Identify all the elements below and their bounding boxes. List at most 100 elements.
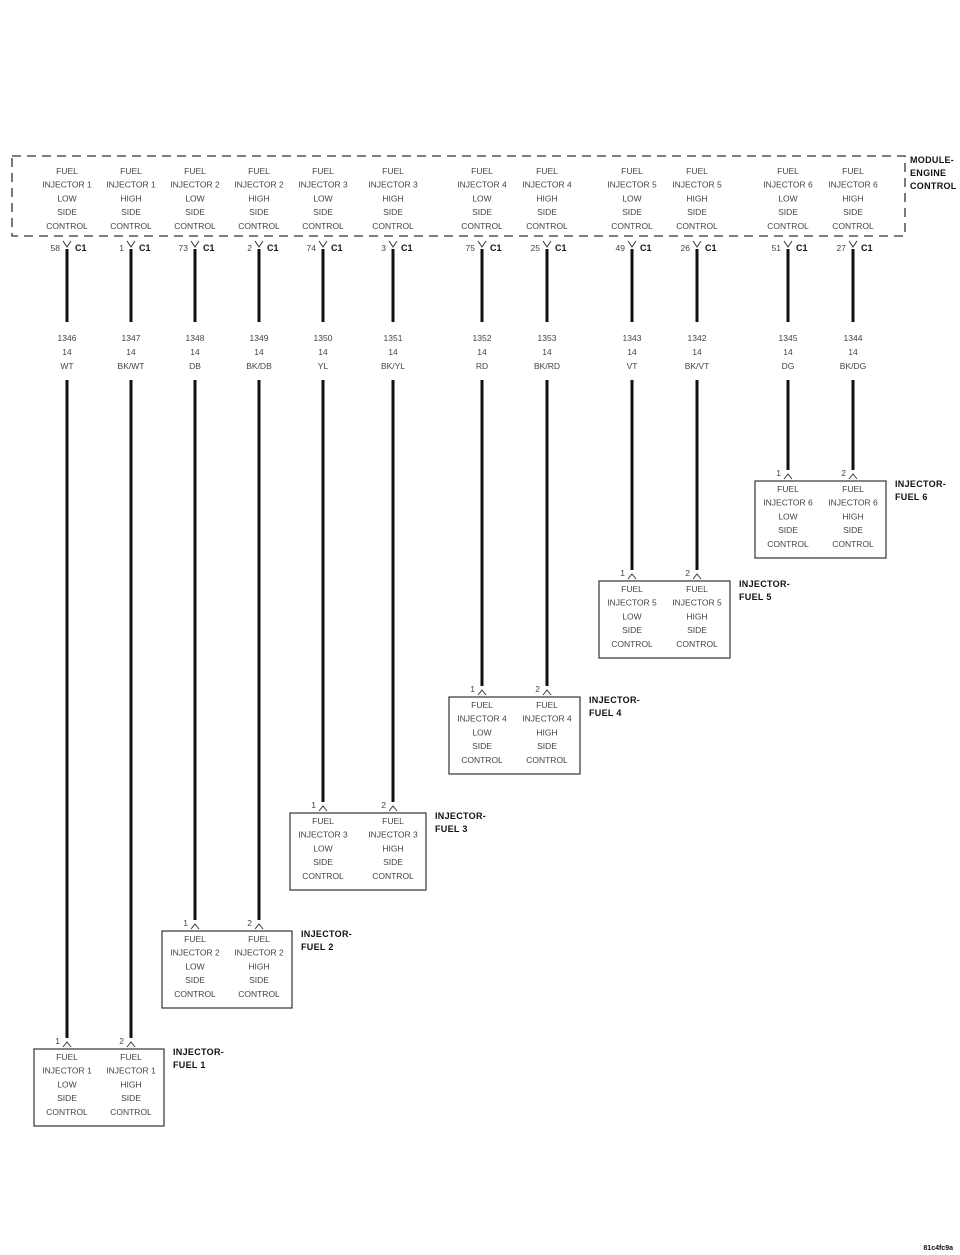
module-pin-number: 25 bbox=[531, 243, 541, 253]
module-output-label: FUEL bbox=[842, 166, 864, 176]
connector-id: C1 bbox=[861, 243, 873, 253]
injector-low-label: FUEL bbox=[621, 584, 643, 594]
injector-high-label: CONTROL bbox=[676, 639, 718, 649]
injector-high-label: INJECTOR 3 bbox=[368, 830, 418, 840]
module-output-label: SIDE bbox=[121, 207, 141, 217]
wire-gauge: 14 bbox=[62, 347, 72, 357]
module-output-label: CONTROL bbox=[461, 221, 503, 231]
module-output-label: INJECTOR 3 bbox=[368, 180, 418, 190]
module-pin-number: 3 bbox=[381, 243, 386, 253]
module-output-label: FUEL bbox=[56, 166, 78, 176]
connector-symbol bbox=[318, 240, 328, 248]
module-pin-number: 27 bbox=[837, 243, 847, 253]
wire-gauge: 14 bbox=[542, 347, 552, 357]
module-output-label: HIGH bbox=[842, 193, 863, 203]
connector-symbol bbox=[388, 240, 398, 248]
injector-high-label: INJECTOR 4 bbox=[522, 714, 572, 724]
module-output-label: FUEL bbox=[536, 166, 558, 176]
module-output-label: FUEL bbox=[382, 166, 404, 176]
wire-color-code: YL bbox=[318, 361, 329, 371]
connector-symbol bbox=[627, 573, 637, 580]
injector-high-label: FUEL bbox=[120, 1052, 142, 1062]
injector-low-label: SIDE bbox=[472, 741, 492, 751]
injector-low-label: INJECTOR 1 bbox=[42, 1066, 92, 1076]
module-output-label: CONTROL bbox=[238, 221, 280, 231]
wire-color-code: BK/WT bbox=[118, 361, 145, 371]
module-output-label: FUEL bbox=[686, 166, 708, 176]
injector-low-label: CONTROL bbox=[302, 871, 344, 881]
module-output-label: CONTROL bbox=[302, 221, 344, 231]
module-output-label: INJECTOR 1 bbox=[106, 180, 156, 190]
injector-name: FUEL 5 bbox=[739, 592, 772, 602]
injector-pin-number: 1 bbox=[183, 918, 188, 928]
injector-pin-number: 1 bbox=[620, 568, 625, 578]
connector-symbol bbox=[692, 240, 702, 248]
connector-symbol bbox=[126, 240, 136, 248]
wire-color-code: BK/YL bbox=[381, 361, 405, 371]
wire-gauge: 14 bbox=[126, 347, 136, 357]
injector-pin-number: 2 bbox=[381, 800, 386, 810]
injector-pin-number: 2 bbox=[841, 468, 846, 478]
injector-name: FUEL 1 bbox=[173, 1060, 206, 1070]
injector-high-label: SIDE bbox=[687, 625, 707, 635]
connector-id: C1 bbox=[640, 243, 652, 253]
module-pin-number: 73 bbox=[179, 243, 189, 253]
injector-high-label: HIGH bbox=[120, 1079, 141, 1089]
wire-color-code: BK/RD bbox=[534, 361, 560, 371]
module-name-line-1: MODULE- bbox=[910, 155, 954, 165]
wire-gauge: 14 bbox=[692, 347, 702, 357]
injector-box bbox=[448, 696, 581, 775]
wire-color-code: RD bbox=[476, 361, 488, 371]
wire-circuit-number: 1351 bbox=[384, 333, 403, 343]
module-output-label: HIGH bbox=[120, 193, 141, 203]
module-output-label: LOW bbox=[313, 193, 332, 203]
injector-high-label: HIGH bbox=[536, 727, 557, 737]
injector-low-label: FUEL bbox=[184, 934, 206, 944]
module-name-line-2: ENGINE bbox=[910, 168, 946, 178]
module-output-label: CONTROL bbox=[676, 221, 718, 231]
injector-low-label: LOW bbox=[57, 1079, 76, 1089]
module-pin-number: 26 bbox=[681, 243, 691, 253]
module-pin-number: 51 bbox=[772, 243, 782, 253]
injector-name: INJECTOR- bbox=[895, 479, 946, 489]
injector-high-label: HIGH bbox=[686, 611, 707, 621]
connector-id: C1 bbox=[490, 243, 502, 253]
wire-circuit-number: 1342 bbox=[688, 333, 707, 343]
connector-symbol bbox=[190, 240, 200, 248]
module-output-label: HIGH bbox=[536, 193, 557, 203]
injector-high-label: FUEL bbox=[382, 816, 404, 826]
wire-gauge: 14 bbox=[627, 347, 637, 357]
injector-low-label: INJECTOR 3 bbox=[298, 830, 348, 840]
wire-color-code: VT bbox=[627, 361, 638, 371]
injector-box bbox=[33, 1048, 165, 1127]
injector-low-label: CONTROL bbox=[174, 989, 216, 999]
module-name-line-3: CONTROL bbox=[910, 181, 957, 191]
injector-high-label: SIDE bbox=[121, 1093, 141, 1103]
injector-low-label: INJECTOR 5 bbox=[607, 598, 657, 608]
connector-id: C1 bbox=[139, 243, 151, 253]
injector-low-label: SIDE bbox=[778, 525, 798, 535]
injector-low-label: FUEL bbox=[312, 816, 334, 826]
injector-low-label: SIDE bbox=[185, 975, 205, 985]
connector-id: C1 bbox=[267, 243, 279, 253]
injector-low-label: CONTROL bbox=[461, 755, 503, 765]
wire-color-code: BK/VT bbox=[685, 361, 710, 371]
module-output-label: FUEL bbox=[777, 166, 799, 176]
module-output-label: SIDE bbox=[843, 207, 863, 217]
injector-box bbox=[289, 812, 427, 891]
module-output-label: FUEL bbox=[621, 166, 643, 176]
injector-high-label: SIDE bbox=[383, 857, 403, 867]
injector-pin-number: 1 bbox=[776, 468, 781, 478]
